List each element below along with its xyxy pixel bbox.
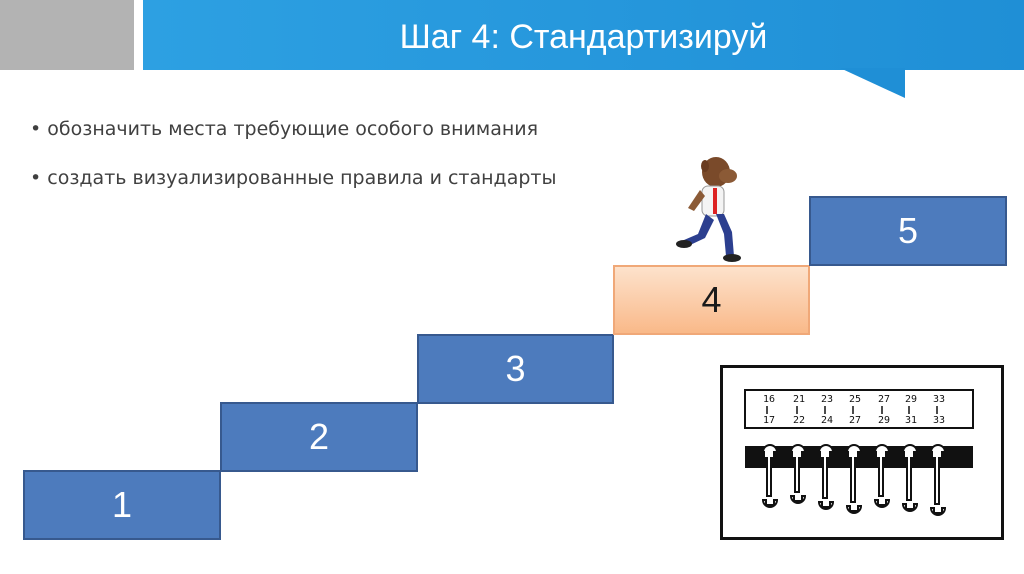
bullet-item: создать визуализированные правила и стан…	[30, 167, 556, 189]
panel-top-number: 23	[821, 394, 833, 405]
bullet-item: обозначить места требующие особого внима…	[30, 118, 556, 140]
panel-bottom-number: 27	[849, 415, 861, 426]
step-4-active: 4	[613, 265, 810, 335]
title-banner	[143, 0, 1024, 70]
panel-bottom-number: 17	[763, 415, 775, 426]
panel-top-number: 21	[793, 394, 805, 405]
step-2: 2	[220, 402, 418, 472]
wrench-board-icon: 16 21 23 25 27 29 33 17 22 24 27 29 31 3…	[720, 365, 1004, 540]
panel-bottom-number: 29	[878, 415, 890, 426]
panel-top-number: 16	[763, 394, 775, 405]
bullet-list: обозначить места требующие особого внима…	[30, 118, 556, 216]
panel-top-number: 33	[933, 394, 945, 405]
slide-title: Шаг 4: Стандартизируй	[399, 18, 768, 56]
step-3: 3	[417, 334, 614, 404]
panel-bottom-number: 31	[905, 415, 917, 426]
running-man-icon	[676, 157, 741, 262]
step-5: 5	[809, 196, 1007, 266]
panel-top-number: 27	[878, 394, 890, 405]
panel-top-number: 29	[905, 394, 917, 405]
panel-bottom-number: 24	[821, 415, 833, 426]
panel-bottom-number: 33	[933, 415, 945, 426]
panel-bottom-number: 22	[793, 415, 805, 426]
header-side-block	[0, 0, 134, 70]
step-1: 1	[23, 470, 221, 540]
panel-top-number: 25	[849, 394, 861, 405]
